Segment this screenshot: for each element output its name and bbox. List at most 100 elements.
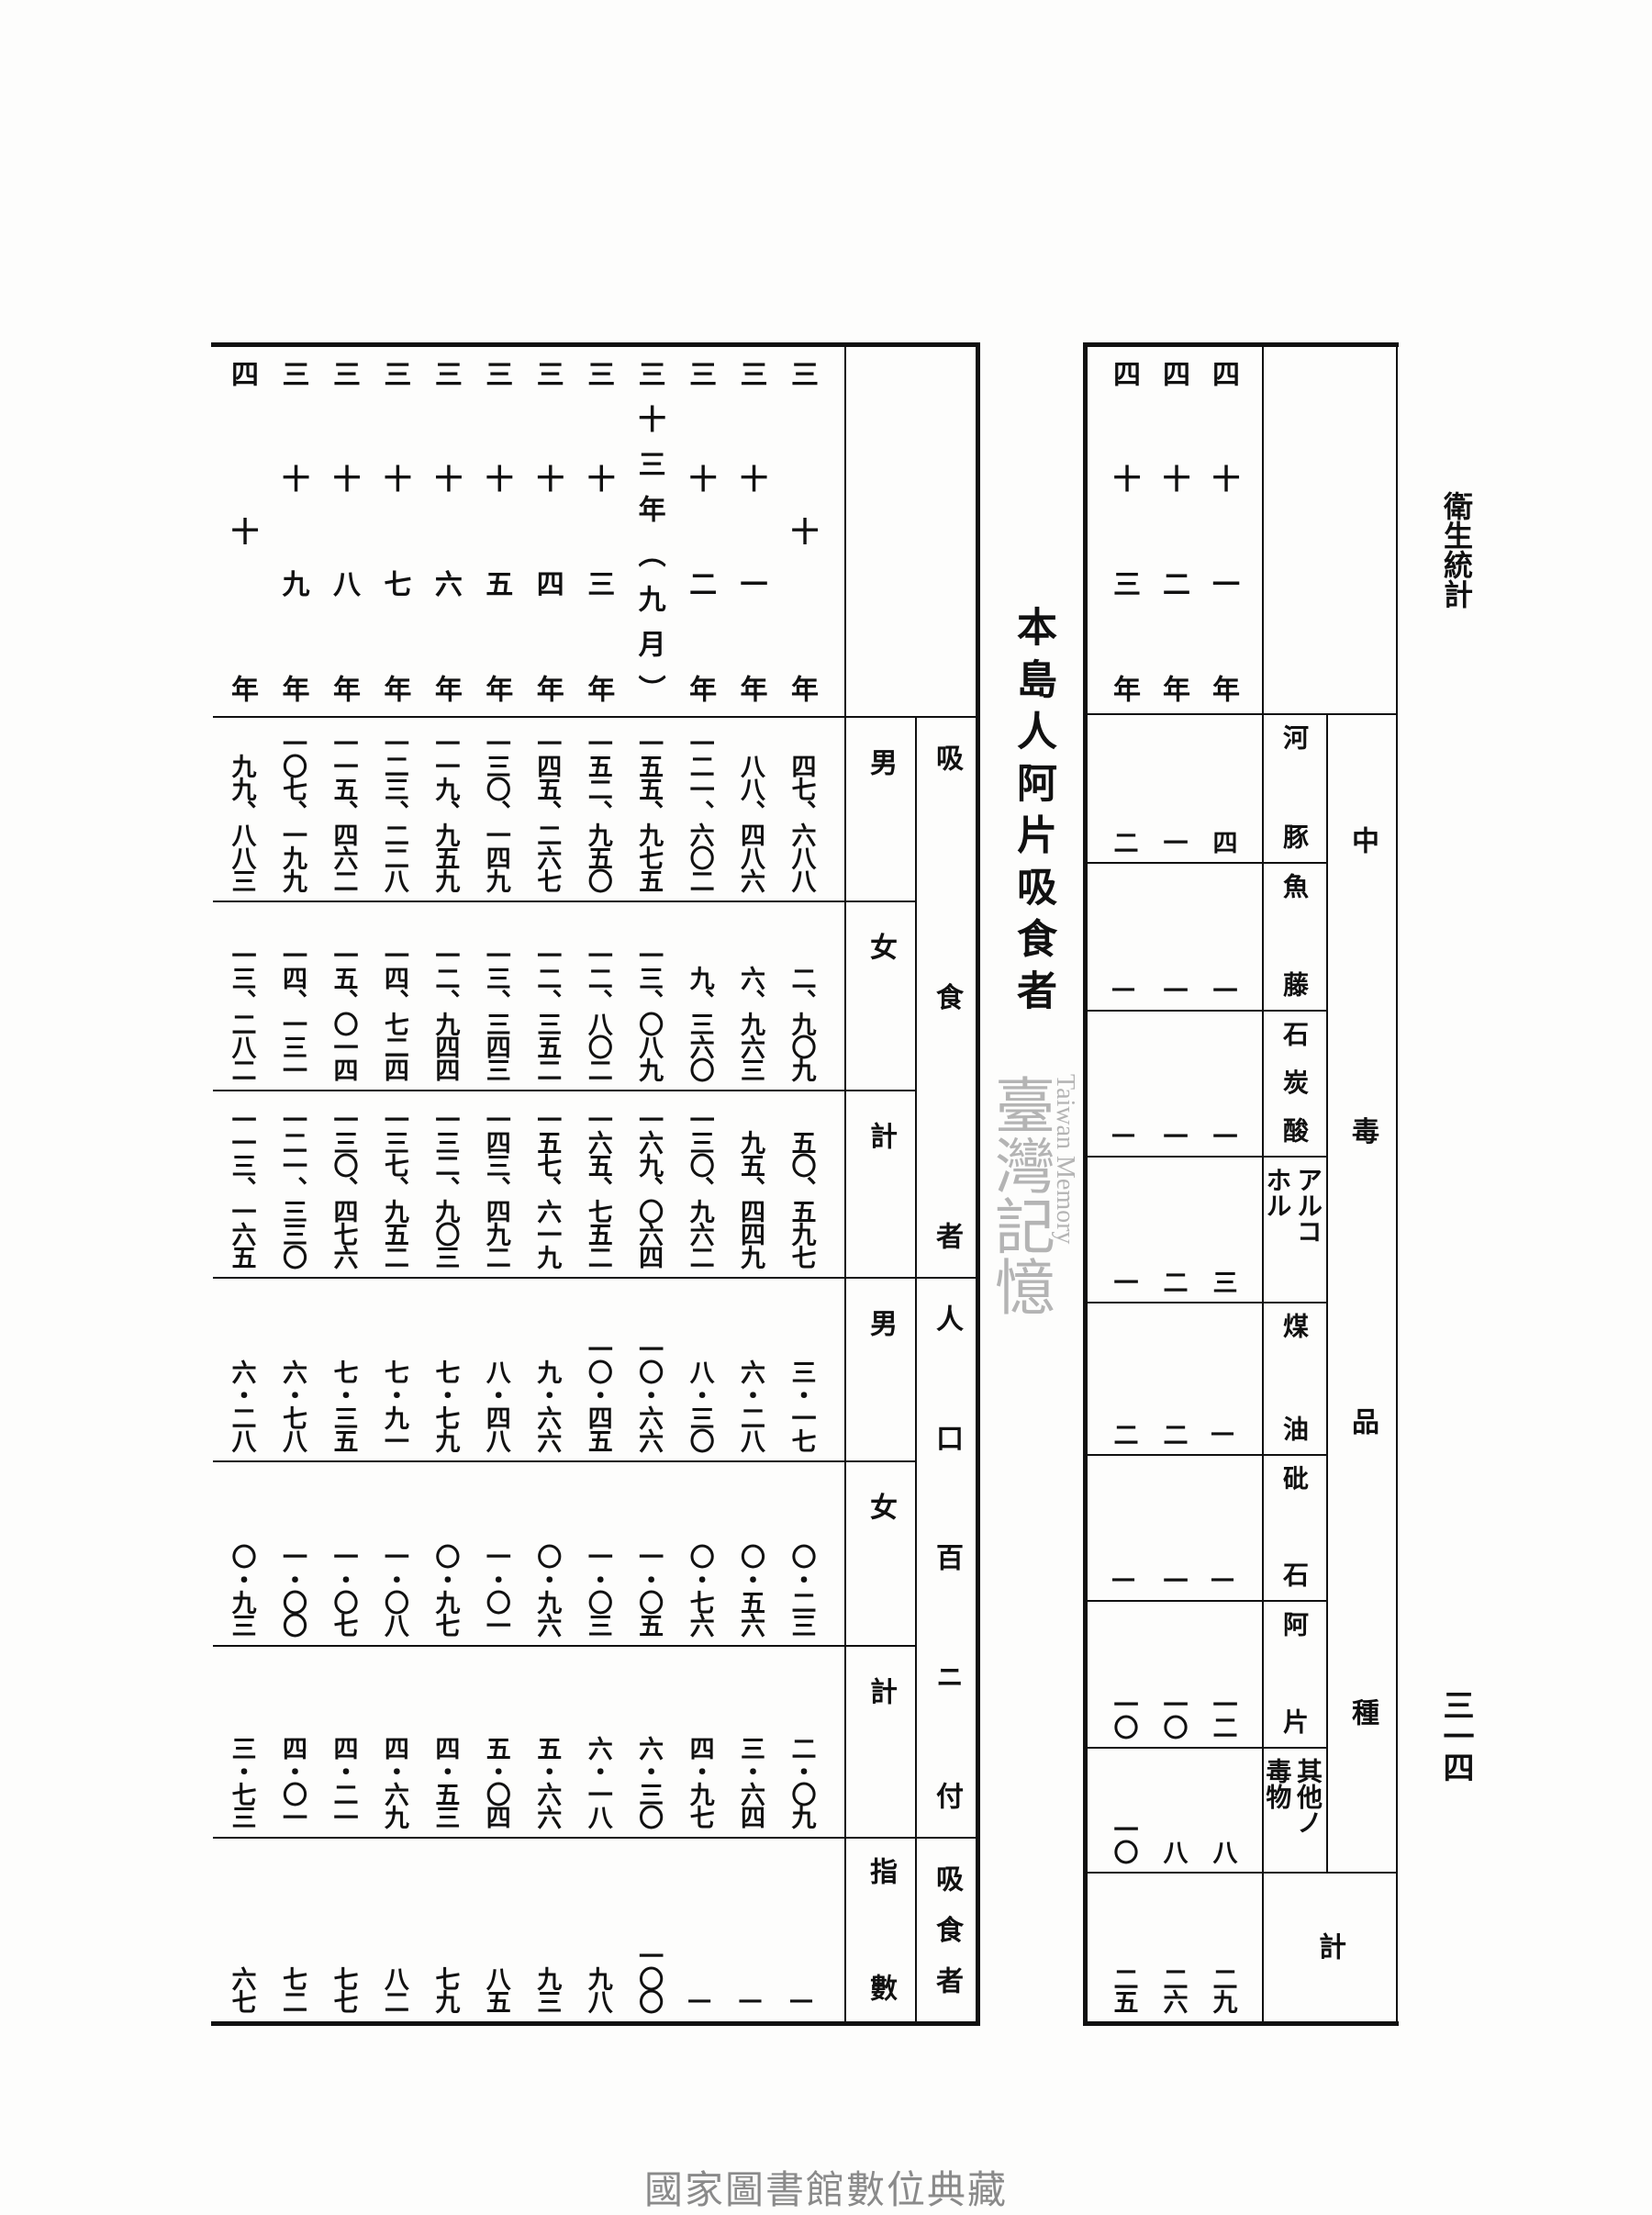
data-cell: 五・〇四	[472, 1645, 519, 1828]
data-cell: 一一三、一六五	[218, 1090, 265, 1268]
year-header: 三十六年	[429, 360, 462, 780]
data-cell: 一二	[1200, 1600, 1245, 1738]
cell-value: —	[685, 1986, 714, 2012]
cell-value: 一二三、二二八	[379, 731, 408, 891]
cell-value: 四・九七	[685, 1736, 714, 1828]
cell-value: 六・三〇	[634, 1736, 664, 1828]
cell-value: 一〇	[1109, 1817, 1138, 1863]
year-header: 四十年	[226, 360, 259, 833]
cell-value: 二	[1158, 1270, 1188, 1292]
data-cell: 一六九、〇六四	[625, 1090, 673, 1268]
cell-value: 五・〇四	[481, 1736, 510, 1828]
group-label: 吸食者	[931, 744, 963, 1461]
table-title: 本島人阿片吸食者	[1010, 606, 1056, 1022]
data-cell: —	[1200, 1454, 1245, 1591]
data-cell: 一二、八〇二	[574, 901, 621, 1080]
data-cell: 九八	[574, 1837, 621, 2012]
cell-value: 〇・七六	[685, 1544, 714, 1636]
data-cell: 〇・五六	[727, 1460, 775, 1636]
data-cell: 四	[1200, 713, 1245, 853]
total-cell: 二五	[1100, 1872, 1146, 2012]
cell-value: 一	[1158, 1568, 1188, 1591]
category-label: 魚藤	[1279, 873, 1310, 1069]
cell-value: 三	[1208, 1270, 1237, 1292]
cell-value: 〇・二三	[787, 1544, 816, 1636]
data-cell: 〇・七六	[675, 1460, 723, 1636]
data-cell: 一四三、四九二	[472, 1090, 519, 1268]
data-cell: 一〇七、一九九	[269, 716, 317, 891]
cell-value: 二	[1109, 1422, 1138, 1445]
group-label: 吸食者	[931, 1864, 963, 2018]
data-cell: 一〇	[1100, 1600, 1146, 1738]
data-cell: 一〇・六六	[625, 1277, 673, 1451]
cell-value: 〇・九三	[227, 1544, 256, 1636]
row-label: 男	[865, 748, 897, 776]
cell-value: 二六	[1158, 1966, 1188, 2012]
data-cell: —	[1100, 862, 1146, 1001]
category-label: 石炭酸	[1279, 1021, 1310, 1166]
cell-value: 一六九、〇六四	[634, 1107, 664, 1268]
cell-value: 七二	[278, 1966, 307, 2012]
data-cell: 一一五、四六二	[319, 716, 367, 891]
watermark-logo: 臺灣記憶	[985, 1074, 1055, 1316]
data-cell: 六・三〇	[625, 1645, 673, 1828]
data-cell: 七二	[269, 1837, 317, 2012]
year-header: 三十一年	[734, 360, 767, 780]
cell-value: 一	[1208, 978, 1237, 1001]
rule-line	[1085, 1302, 1327, 1303]
cell-value: 一三二、九〇三	[430, 1107, 460, 1268]
data-cell: 七・七九	[421, 1277, 469, 1451]
data-cell: 三・一七	[777, 1277, 825, 1451]
cell-value: 一	[1158, 978, 1188, 1001]
rule-line	[213, 901, 916, 902]
data-cell: 四・六九	[370, 1645, 418, 1828]
cell-value: 一〇七、一九九	[278, 731, 307, 891]
cell-value: 九・六六	[532, 1359, 562, 1451]
data-cell: 九五、四四九	[727, 1090, 775, 1268]
data-cell: 一二、三五二	[523, 901, 571, 1080]
cell-value: 〇・九六	[532, 1544, 562, 1636]
data-cell: 四・〇一	[269, 1645, 317, 1828]
cell-value: 二九	[1208, 1966, 1237, 2012]
row-label: 計	[865, 1122, 897, 1149]
cell-value: 七九	[430, 1966, 460, 2012]
cell-value: 一三〇、四七六	[329, 1107, 358, 1268]
cell-value: 一二一、三三〇	[278, 1107, 307, 1268]
rule-line	[213, 1277, 977, 1279]
data-cell: 一三、三四三	[472, 901, 519, 1080]
cell-value: 七・九一	[379, 1359, 408, 1451]
rule-line	[1085, 862, 1327, 864]
cell-value: 三・一七	[787, 1359, 816, 1451]
data-cell: —	[1200, 1302, 1245, 1445]
data-cell: 八	[1200, 1747, 1245, 1863]
cell-value: 一五七、六一九	[532, 1107, 562, 1268]
data-cell: 一・〇〇	[269, 1460, 317, 1636]
data-cell: 二・〇九	[777, 1645, 825, 1828]
data-cell: 六、九六三	[727, 901, 775, 1080]
data-cell: 八二	[370, 1837, 418, 2012]
row-label: 計	[865, 1677, 897, 1705]
cell-value: 二、九〇九	[787, 966, 816, 1080]
data-cell: 二	[1100, 713, 1146, 853]
data-cell: 一五五、九七五	[625, 716, 673, 891]
data-cell: 一二一、六〇二	[675, 716, 723, 891]
cell-value: 一二、八〇二	[583, 943, 612, 1080]
rule-line	[211, 342, 980, 347]
row-label: 男	[865, 1309, 897, 1337]
data-cell: 四・九七	[675, 1645, 723, 1828]
cell-value: 一	[1158, 830, 1188, 853]
cell-value: 一・〇五	[634, 1544, 664, 1636]
cell-value: —	[1208, 1564, 1237, 1591]
cell-value: —	[1109, 1120, 1138, 1147]
rule-line	[1083, 342, 1399, 347]
data-cell: 一〇	[1150, 1600, 1196, 1738]
data-cell: 〇・九三	[218, 1460, 265, 1636]
cell-value: 一〇・四五	[583, 1337, 612, 1451]
rule-line	[1085, 1872, 1397, 1874]
data-cell: 九三	[523, 1837, 571, 2012]
cell-value: 九三	[532, 1966, 562, 2012]
data-cell: 一	[1200, 862, 1245, 1001]
rule-line	[213, 716, 977, 718]
rule-line	[213, 1645, 916, 1647]
rule-line	[1085, 1454, 1327, 1456]
